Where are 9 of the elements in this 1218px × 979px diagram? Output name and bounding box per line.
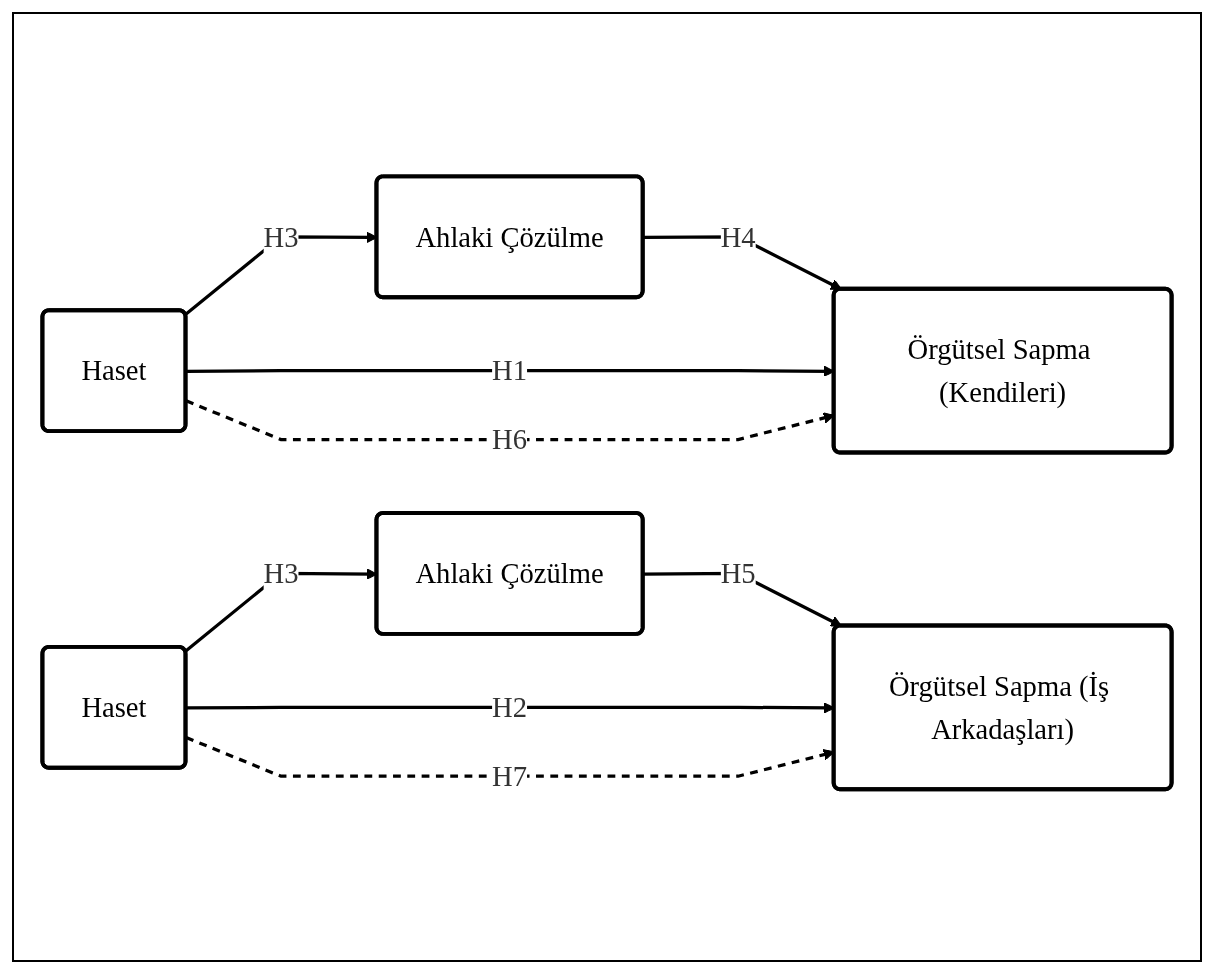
edge-label: H2 [492, 691, 528, 724]
edge-label: H4 [720, 220, 756, 254]
diagram-frame: H3 Ahlaki Çözülme H4 Örgütsel Sapma (Kendileri) Haset H1 H6 H3 Ahlaki Çözülme H5 Örgütsel Sapma (İş Arkadaşları) Haset H2 H7 [12, 12, 1202, 962]
edge-label: H3 [263, 557, 299, 590]
edge-label: H7 [492, 759, 528, 793]
edge-label: H5 [720, 557, 756, 590]
edge-label: H1 [492, 354, 528, 387]
edge-label: H6 [492, 423, 528, 456]
edge-label: H3 [263, 220, 299, 254]
